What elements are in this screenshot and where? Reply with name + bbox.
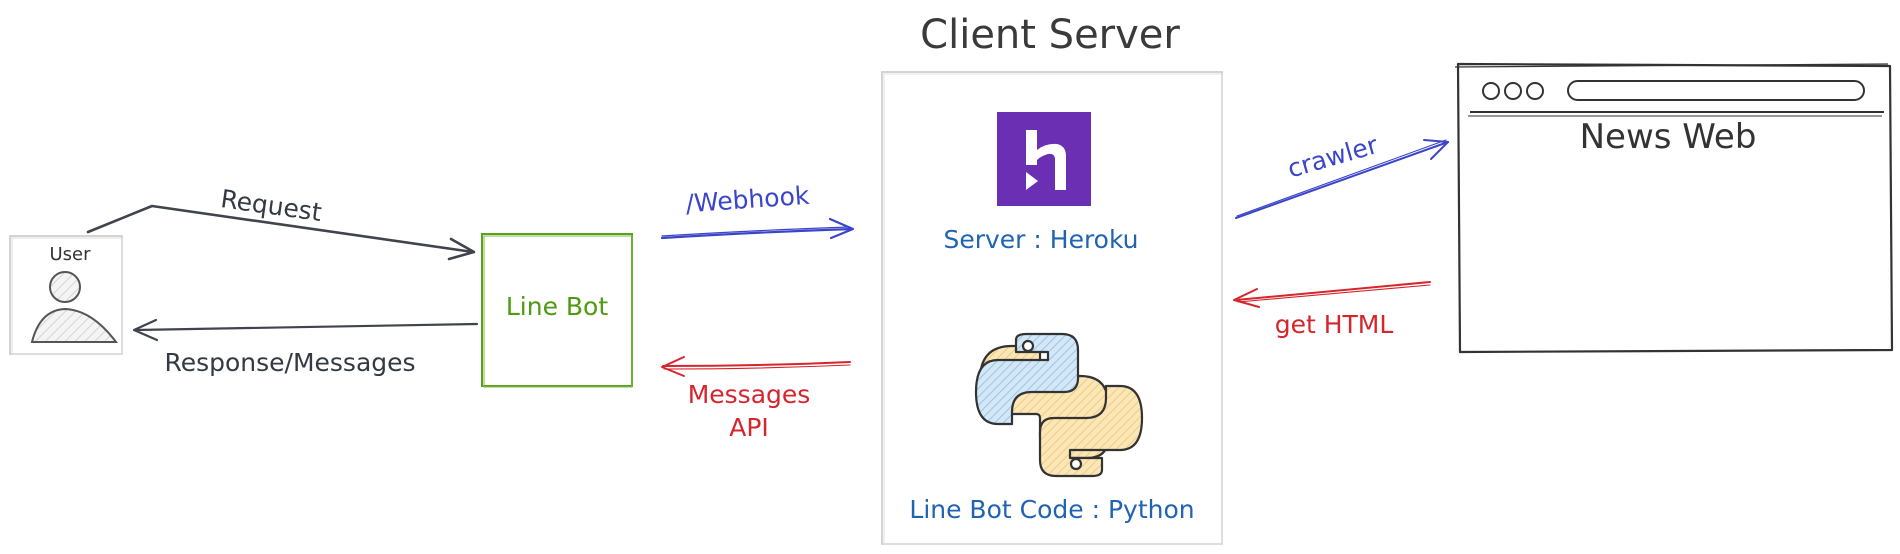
heroku-logo-icon bbox=[997, 112, 1091, 206]
user-label: User bbox=[49, 244, 91, 265]
messages-api-label-line2: API bbox=[729, 413, 769, 442]
client-server-box bbox=[881, 71, 1223, 545]
messages-api-arrow bbox=[661, 356, 851, 377]
news-web-label: News Web bbox=[1580, 117, 1757, 157]
python-logo-icon bbox=[974, 332, 1144, 478]
diagram-title: Client Server bbox=[920, 12, 1180, 58]
response-label: Response/Messages bbox=[164, 348, 415, 377]
crawler-label: crawler bbox=[1284, 130, 1382, 184]
user-node: User bbox=[9, 235, 123, 355]
news-web-window: News Web bbox=[1454, 62, 1894, 354]
window-dot-2-icon bbox=[1504, 82, 1522, 100]
webhook-label: /Webhook bbox=[685, 181, 811, 219]
address-bar bbox=[1567, 80, 1865, 101]
server-code-label: Line Bot Code : Python bbox=[909, 495, 1194, 524]
response-arrow bbox=[132, 318, 479, 342]
user-avatar-icon bbox=[30, 271, 119, 343]
line-bot-node: Line Bot bbox=[481, 233, 633, 388]
crawler-arrow bbox=[1235, 139, 1449, 219]
window-dot-3-icon bbox=[1526, 82, 1544, 100]
window-dot-1-icon bbox=[1482, 82, 1500, 100]
get-html-arrow bbox=[1233, 281, 1431, 308]
request-label: Request bbox=[219, 184, 324, 227]
get-html-label: get HTML bbox=[1275, 310, 1394, 339]
messages-api-label-line1: Messages bbox=[688, 380, 811, 409]
line-bot-label: Line Bot bbox=[506, 292, 608, 321]
request-arrow bbox=[86, 204, 476, 261]
webhook-arrow bbox=[660, 217, 855, 240]
server-platform-label: Server : Heroku bbox=[943, 225, 1138, 254]
